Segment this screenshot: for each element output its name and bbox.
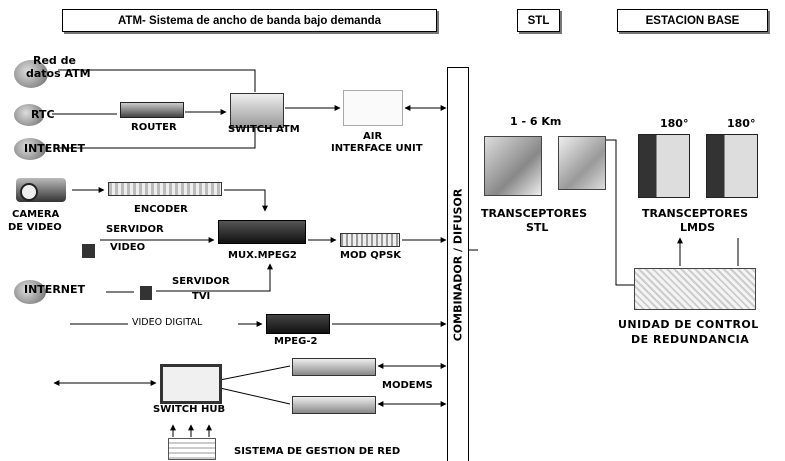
encoder-label: ENCODER bbox=[134, 204, 188, 216]
mod-qpsk-icon bbox=[340, 233, 400, 247]
switch-hub-icon bbox=[160, 364, 222, 404]
lmds-transceptores-label: TRANSCEPTORES bbox=[642, 208, 748, 221]
stl-transceiver-icon bbox=[484, 136, 542, 196]
management-system-icon bbox=[168, 438, 216, 460]
mux-label: MUX.MPEG2 bbox=[228, 250, 297, 262]
unidad-control-label: DE REDUNDANCIA bbox=[631, 334, 749, 347]
red-datos-label: datos ATM bbox=[26, 68, 91, 81]
servidor-tvi-label: TVI bbox=[192, 291, 210, 303]
angle-label: 180° bbox=[660, 118, 688, 131]
header-estacion-base: ESTACION BASE bbox=[617, 9, 768, 32]
unidad-control-label: UNIDAD DE CONTROL bbox=[618, 319, 759, 332]
lmds-transceiver-icon bbox=[706, 134, 758, 198]
modem-icon bbox=[292, 396, 376, 414]
encoder-icon bbox=[108, 182, 222, 196]
mod-qpsk-label: MOD QPSK bbox=[340, 250, 401, 262]
server-icon bbox=[140, 286, 152, 300]
servidor-video-label: SERVIDOR bbox=[106, 224, 164, 236]
router-label: ROUTER bbox=[131, 122, 177, 134]
red-datos-label: Red de bbox=[33, 55, 76, 68]
arrow-encoder-mux bbox=[224, 190, 265, 211]
modems-label: MODEMS bbox=[382, 380, 433, 392]
air-interface-icon bbox=[343, 90, 403, 126]
combiner-label: COMBINADOR / DIFUSOR bbox=[452, 189, 465, 342]
lmds-transceiver-icon bbox=[638, 134, 690, 198]
switch-hub-label: SWITCH HUB bbox=[153, 404, 225, 416]
angle-label: 180° bbox=[727, 118, 755, 131]
header-stl: STL bbox=[517, 9, 560, 32]
air-interface-label: AIR bbox=[363, 131, 382, 143]
stl-transceptores-label: TRANSCEPTORES bbox=[481, 208, 587, 221]
switch-atm-icon bbox=[230, 93, 284, 128]
line-hub-modem2 bbox=[220, 388, 290, 404]
servidor-tvi-label: SERVIDOR bbox=[172, 276, 230, 288]
video-digital-label: VIDEO DIGITAL bbox=[132, 318, 202, 329]
stl-transceptores-label: STL bbox=[526, 222, 548, 235]
server-icon bbox=[82, 244, 95, 258]
header-atm: ATM- Sistema de ancho de banda bajo dema… bbox=[62, 9, 437, 32]
air-interface-label: INTERFACE UNIT bbox=[331, 143, 423, 155]
servidor-video-label: VIDEO bbox=[110, 242, 145, 254]
modem-icon bbox=[292, 358, 376, 376]
sistema-gestion-label: SISTEMA DE GESTION DE RED bbox=[234, 446, 400, 458]
switch-atm-label: SWITCH ATM bbox=[228, 124, 300, 136]
mpeg2-label: MPEG-2 bbox=[274, 336, 317, 348]
camera-label: CAMERA bbox=[12, 209, 59, 221]
internet-label: INTERNET bbox=[24, 284, 85, 297]
line-stl-unidad bbox=[605, 140, 634, 285]
redundancy-control-unit-icon bbox=[634, 268, 756, 310]
lmds-transceptores-label: LMDS bbox=[680, 222, 715, 235]
combiner-bar: COMBINADOR / DIFUSOR bbox=[447, 67, 469, 461]
camera-lens-icon bbox=[20, 183, 38, 201]
mpeg2-icon bbox=[266, 314, 330, 334]
router-icon bbox=[120, 102, 184, 118]
stl-transceiver-icon bbox=[558, 136, 606, 190]
camera-label: DE VIDEO bbox=[8, 222, 62, 234]
internet-label: INTERNET bbox=[24, 143, 85, 156]
mux-icon bbox=[218, 220, 306, 244]
distance-label: 1 - 6 Km bbox=[510, 116, 561, 129]
line-hub-modem1 bbox=[220, 366, 290, 380]
rtc-label: RTC bbox=[31, 109, 55, 122]
